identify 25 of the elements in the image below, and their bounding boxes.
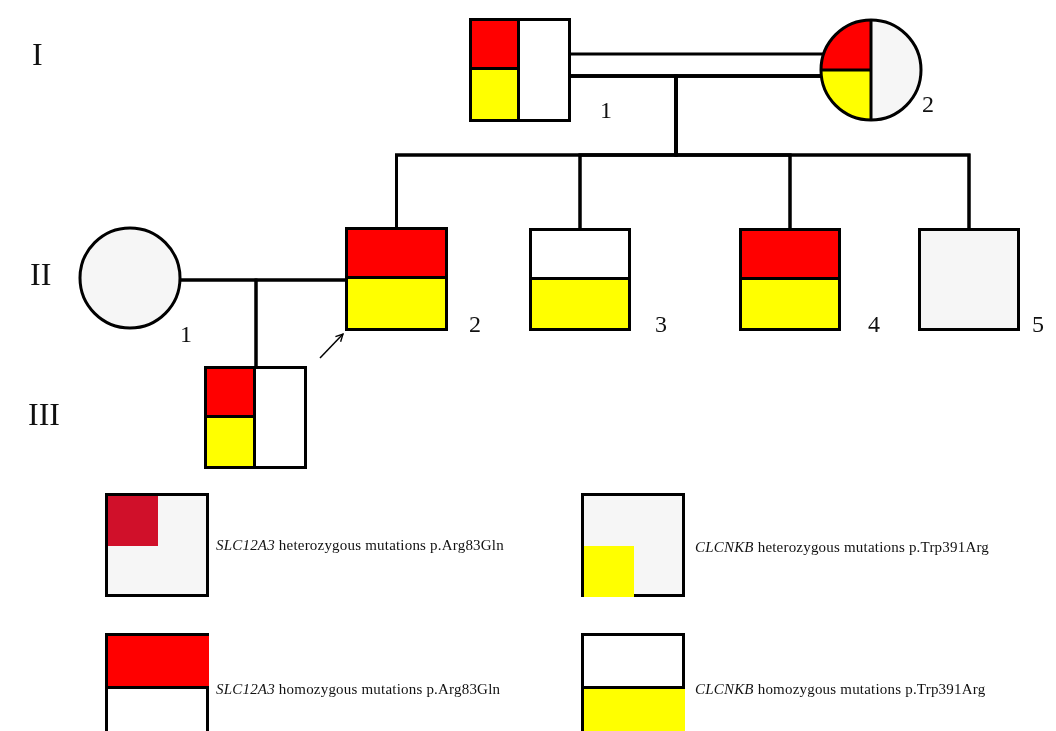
individual-number: 1 bbox=[180, 322, 192, 346]
individual-number: 2 bbox=[922, 92, 934, 116]
legend-text: SLC12A3 homozygous mutations p.Arg83Gln bbox=[216, 680, 501, 698]
generation-label: II bbox=[30, 258, 52, 290]
male-individual-square bbox=[529, 228, 631, 331]
legend-text: CLCNKB homozygous mutations p.Trp391Arg bbox=[695, 680, 986, 698]
male-individual-square bbox=[739, 228, 841, 331]
individual-number: 1 bbox=[600, 98, 612, 122]
individual-number: 4 bbox=[868, 312, 880, 336]
male-individual-square bbox=[345, 227, 448, 331]
male-individual-square bbox=[918, 228, 1020, 331]
individual-number: 5 bbox=[1032, 312, 1044, 336]
generation-label: I bbox=[32, 38, 43, 70]
individual-number: 2 bbox=[469, 312, 481, 336]
pedigree-line bbox=[674, 74, 971, 228]
male-individual-square bbox=[469, 18, 571, 122]
legend-text: SLC12A3 heterozygous mutations p.Arg83Gln bbox=[216, 536, 504, 554]
legend-text: CLCNKB heterozygous mutations p.Trp391Arg bbox=[695, 538, 990, 556]
female-individual-circle bbox=[819, 18, 923, 122]
proband-arrow bbox=[319, 333, 344, 359]
pedigree-line bbox=[254, 278, 345, 366]
male-individual-square bbox=[204, 366, 307, 469]
individual-number: 3 bbox=[655, 312, 667, 336]
generation-label: III bbox=[28, 398, 60, 430]
female-individual-circle bbox=[78, 226, 182, 330]
